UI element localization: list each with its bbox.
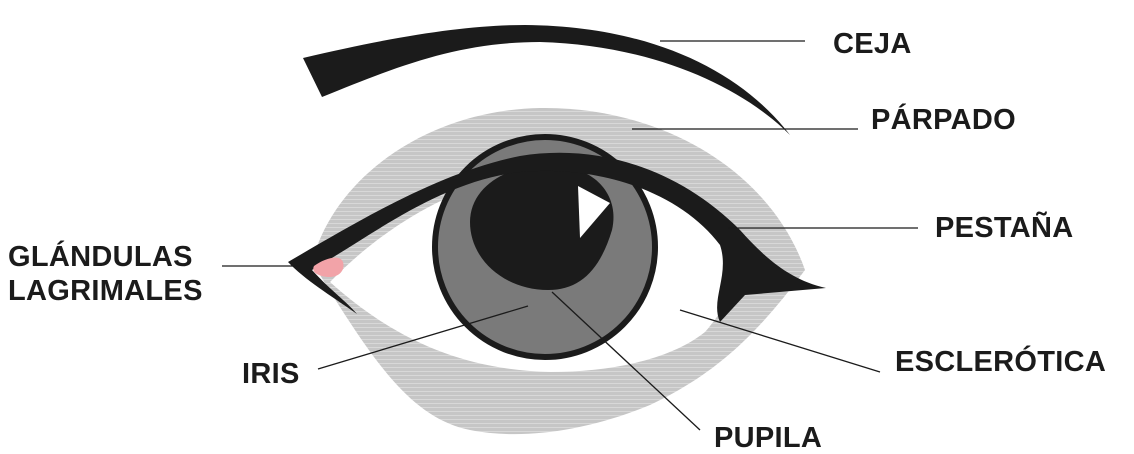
label-glandulas-line2: LAGRIMALES xyxy=(8,274,203,308)
label-glandulas-lagrimales: GLÁNDULAS LAGRIMALES xyxy=(8,240,203,308)
label-ceja: CEJA xyxy=(833,28,912,60)
label-glandulas-line1: GLÁNDULAS xyxy=(8,240,203,274)
label-iris: IRIS xyxy=(242,358,300,390)
label-esclerotica: ESCLERÓTICA xyxy=(895,346,1106,378)
label-pestana: PESTAÑA xyxy=(935,212,1074,244)
label-parpado: PÁRPADO xyxy=(871,104,1016,136)
label-pupila: PUPILA xyxy=(714,422,822,454)
